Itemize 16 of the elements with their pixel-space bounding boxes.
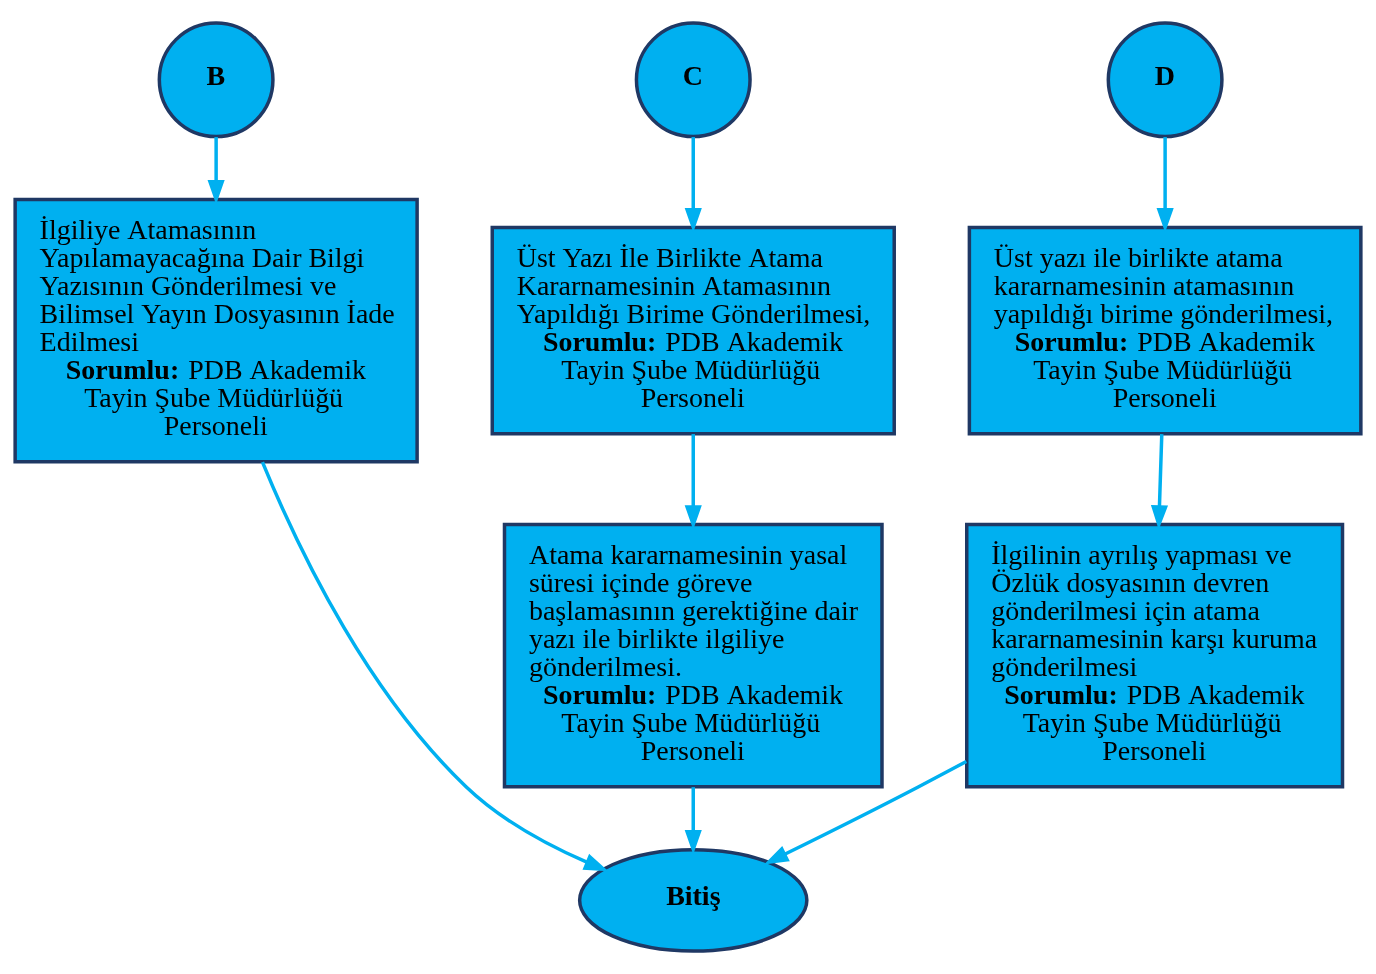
node-circle: B <box>157 21 275 139</box>
arrow <box>684 434 702 530</box>
arrow <box>207 137 225 205</box>
node-circle: C <box>634 21 752 139</box>
arrow <box>764 759 968 865</box>
node-box: Üst Yazı İle Birlikte Atama Kararnamesinin Atamasının Yapıldığı Birime Gönderilmesi, Sorumlu: PDB Akademik Tayin Şube Müdürlüğü Personeli <box>490 225 896 436</box>
arrow <box>1156 137 1174 233</box>
arrow <box>1150 434 1169 530</box>
arrow <box>684 137 702 233</box>
node-box: Atama kararnamesinin yasal süresi içinde göreve başlamasının gerektiğine dair yazı ile birlikte ilgiliye gönderilmesi. Sorumlu: PDB Akademik Tayin Şube Müdürlüğü Personeli <box>502 522 884 789</box>
node-box: İlgilinin ayrılış yapması ve Özlük dosyasının devren gönderilmesi için atama kararnamesinin karşı kuruma gönderilmesi Sorumlu: PDB Akademik Tayin Şube Müdürlüğü Personeli <box>965 522 1345 789</box>
arrow <box>260 461 609 872</box>
node-box: İlgiliye Atamasının Yapılamayacağına Dair Bilgi Yazısının Gönderilmesi ve Bilimsel Yayın Dosyasının İade Edilmesi Sorumlu: PDB Akademik Tayin Şube Müdürlüğü Personeli <box>13 197 419 464</box>
node-box: Üst yazı ile birlikte atama kararnamesinin atamasının yapıldığı birime gönderilmesi, Sorumlu: PDB Akademik Tayin Şube Müdürlüğü Personeli <box>967 225 1363 436</box>
node-circle: D <box>1106 21 1224 139</box>
arrow <box>684 787 702 855</box>
